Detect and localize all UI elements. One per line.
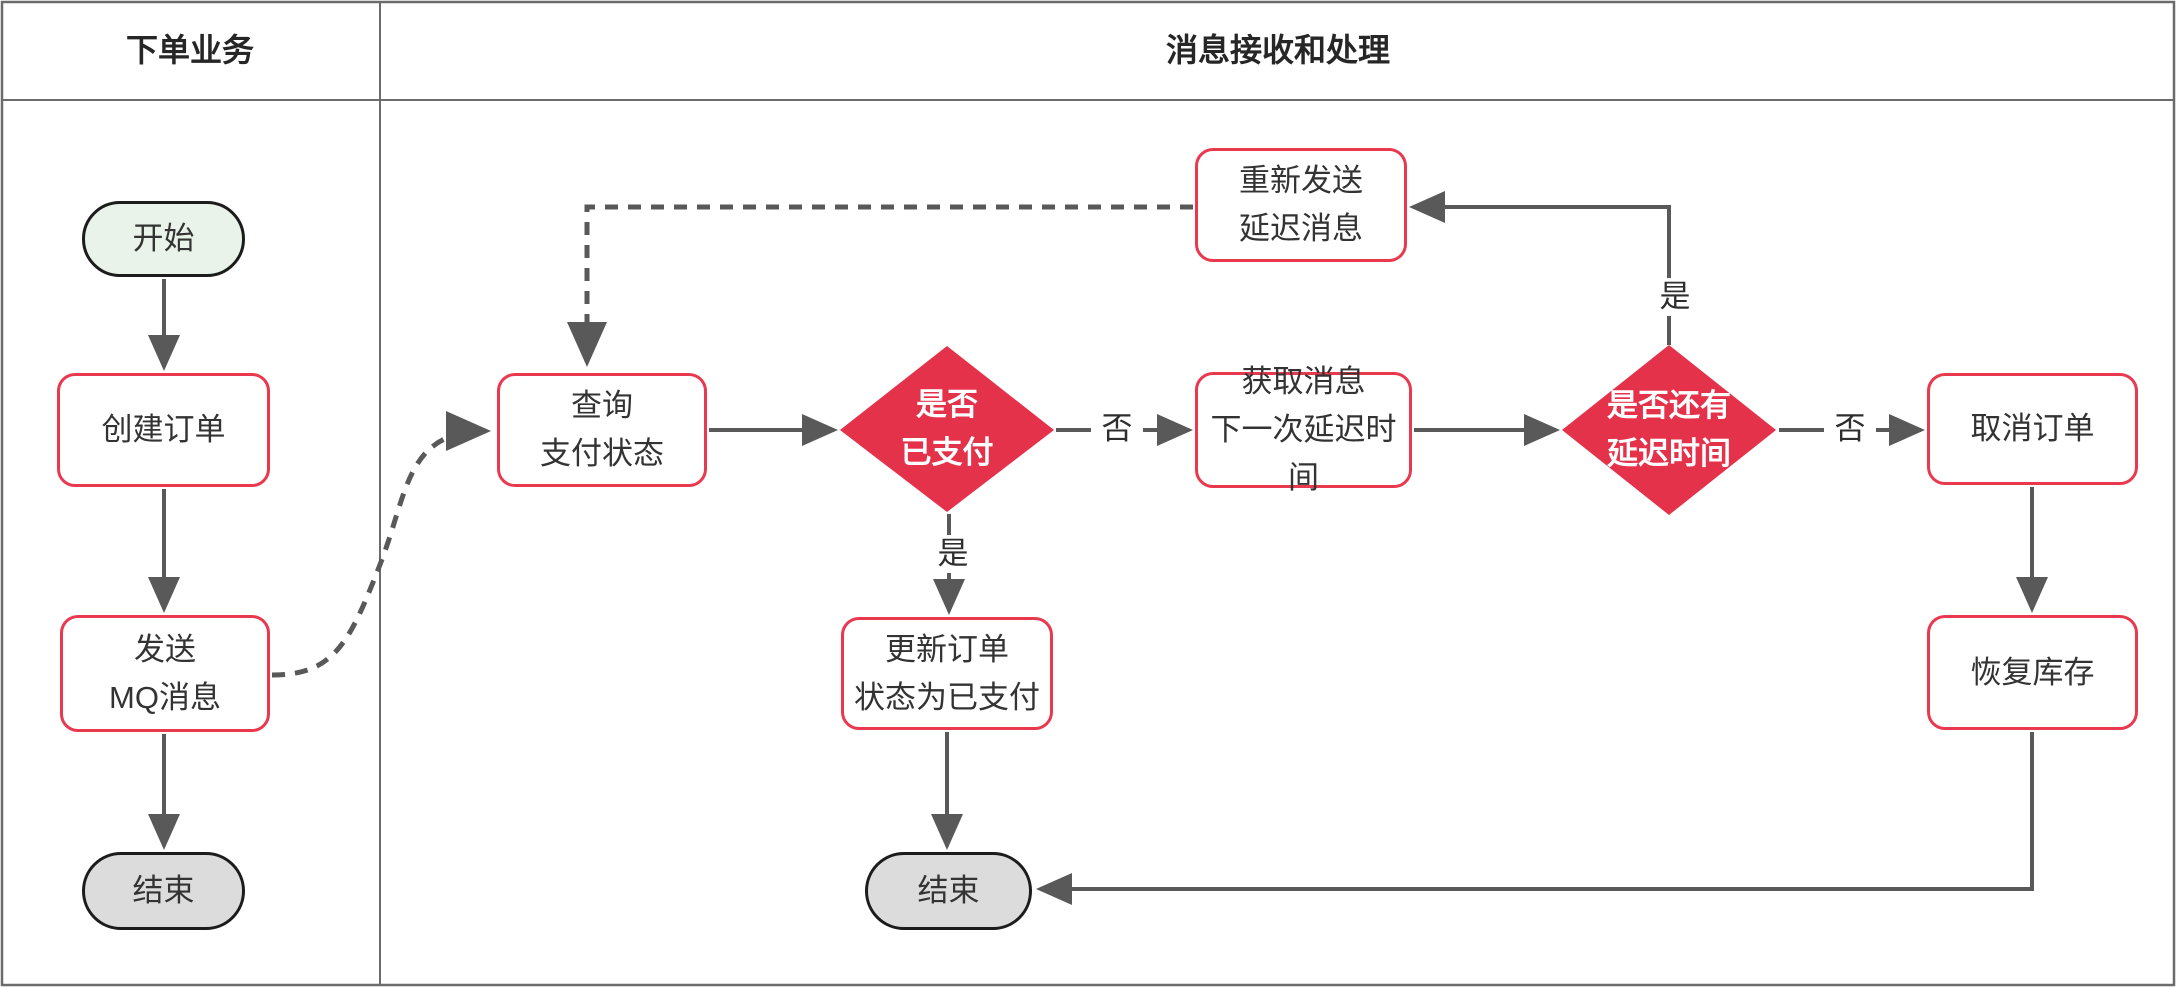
node-query-status-line1: 查询	[571, 388, 633, 423]
node-update-paid-line2: 状态为已支付	[854, 679, 1040, 715]
node-restore-stock-label: 恢复库存	[1970, 654, 2095, 690]
node-create-order-label: 创建订单	[101, 412, 226, 447]
node-send-mq-line1: 发送	[134, 631, 196, 667]
node-send-mq: 发送 MQ消息	[60, 615, 270, 732]
edge-send-mq-to-query-dashed	[271, 411, 491, 678]
decision-has-delay-shape	[1562, 345, 1776, 515]
node-end-left: 结束	[82, 852, 245, 930]
node-send-mq-line2: MQ消息	[109, 679, 221, 715]
decision-is-paid-shape	[840, 346, 1054, 512]
node-cancel-order-label: 取消订单	[1970, 411, 2095, 446]
node-end-left-label: 结束	[132, 873, 195, 908]
edge-resend-to-query-dashed	[567, 204, 1193, 367]
edge-label-has-delay-no: 否	[1824, 410, 1876, 448]
lane-title-order-business: 下单业务	[125, 32, 254, 68]
node-get-next-delay-line1: 获取消息	[1241, 364, 1366, 399]
lane-title-message-processing: 消息接收和处理	[1165, 32, 1390, 68]
decision-is-paid-line1: 是否	[916, 387, 978, 422]
node-end-mid-label: 结束	[917, 873, 980, 908]
node-restore-stock: 恢复库存	[1927, 615, 2138, 730]
node-get-next-delay-line2: 下一次延迟时间	[1210, 412, 1397, 495]
node-start-label: 开始	[132, 221, 195, 256]
node-start: 开始	[82, 201, 245, 277]
node-end-mid: 结束	[865, 852, 1032, 930]
node-resend-delay: 重新发送 延迟消息	[1195, 148, 1407, 262]
node-query-status: 查询 支付状态	[497, 373, 707, 487]
node-create-order: 创建订单	[57, 373, 270, 487]
edge-restore-to-end-mid	[1036, 732, 2034, 905]
edge-label-is-paid-no: 否	[1091, 410, 1143, 448]
decision-has-delay-line2: 延迟时间	[1607, 436, 1731, 471]
node-update-paid: 更新订单 状态为已支付	[841, 617, 1053, 730]
decision-is-paid-line2: 已支付	[900, 435, 994, 470]
node-cancel-order: 取消订单	[1927, 373, 2138, 485]
node-update-paid-line1: 更新订单	[885, 631, 1009, 667]
node-get-next-delay: 获取消息 下一次延迟时间	[1195, 364, 1412, 495]
decision-is-paid: 是否 已支付	[840, 346, 1054, 512]
edge-label-is-paid-yes: 是	[927, 535, 979, 573]
decision-has-delay-line1: 是否还有	[1607, 388, 1731, 423]
decision-has-delay: 是否还有 延迟时间	[1562, 345, 1776, 515]
edge-has-delay-yes-to-resend	[1409, 191, 1671, 345]
node-resend-delay-line2: 延迟消息	[1239, 211, 1363, 246]
node-resend-delay-line1: 重新发送	[1239, 163, 1363, 198]
edge-label-has-delay-yes: 是	[1649, 278, 1701, 316]
node-query-status-line2: 支付状态	[540, 436, 664, 471]
